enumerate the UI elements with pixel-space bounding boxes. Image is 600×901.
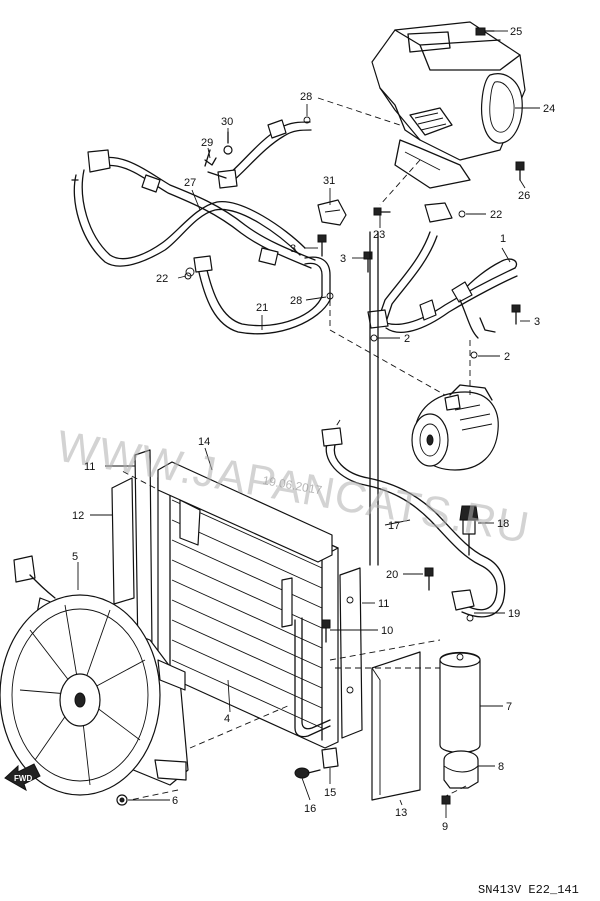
forward-arrow-icon: FWD [4, 763, 41, 792]
callout-3-left: 3 [290, 243, 296, 255]
callout-30: 30 [221, 116, 233, 128]
hose-1 [367, 231, 518, 339]
callout-16: 16 [304, 803, 316, 815]
bolt-25 [475, 27, 495, 36]
o-ring-2-left [370, 334, 378, 342]
pressure-switch-18 [459, 505, 479, 556]
compressor [411, 384, 499, 471]
callout-15: 15 [324, 787, 336, 799]
bolt-6 [116, 794, 128, 806]
callout-22-upper: 22 [490, 209, 502, 221]
liquid-pipe-upper [204, 119, 312, 189]
bolt-10 [321, 619, 331, 643]
seal-13 [371, 651, 421, 801]
bolt-20 [424, 567, 434, 591]
callout-26: 26 [518, 190, 530, 202]
callout-11-right: 11 [378, 598, 389, 610]
evaporator-unit [371, 21, 526, 189]
callout-24: 24 [543, 103, 555, 115]
side-seal-12 [111, 477, 135, 605]
callout-6: 6 [172, 795, 178, 807]
callout-9: 9 [442, 821, 448, 833]
callout-31: 31 [323, 175, 335, 187]
callout-21: 21 [256, 302, 268, 314]
callout-23: 23 [373, 229, 385, 241]
bracket-upper-right [424, 202, 466, 223]
callout-14: 14 [198, 436, 210, 448]
callout-19: 19 [508, 608, 520, 620]
callout-25: 25 [510, 26, 522, 38]
o-ring-28-upper [303, 116, 311, 124]
diagram-code: SN413V E22_141 [478, 883, 579, 897]
mount-15 [321, 747, 339, 769]
bolt-9 [441, 795, 451, 805]
discharge-pipe-21 [185, 255, 334, 335]
bolt-26 [515, 161, 525, 181]
callout-2-left: 2 [404, 333, 410, 345]
callout-13: 13 [395, 807, 407, 819]
clamp-29 [204, 157, 217, 166]
callout-27: 27 [184, 177, 196, 189]
callout-4: 4 [224, 713, 230, 725]
o-ring-2-right [470, 351, 478, 359]
joint-19 [451, 589, 475, 622]
callout-3-right: 3 [534, 316, 540, 328]
callout-20: 20 [386, 569, 398, 581]
bolt-16 [294, 767, 321, 779]
callout-1: 1 [500, 233, 506, 245]
callout-28-upper: 28 [300, 91, 312, 103]
side-bracket-11-right [339, 567, 363, 739]
callout-17: 17 [388, 520, 400, 532]
fan-connector [13, 555, 56, 599]
callout-11-left: 11 [84, 461, 95, 473]
callout-10: 10 [381, 625, 393, 637]
leader-lines [77, 30, 540, 818]
callout-5: 5 [72, 551, 78, 563]
bracket-8 [443, 750, 479, 789]
bolt-3-left [317, 234, 327, 257]
fan-assembly-5 [0, 594, 189, 796]
fwd-label: FWD [14, 774, 32, 783]
bracket-31 [317, 199, 347, 226]
callout-3-mid: 3 [340, 253, 346, 265]
seal-14 [157, 461, 333, 563]
callout-2-right: 2 [504, 351, 510, 363]
callout-labels: 25 24 28 30 29 27 26 31 23 22 3 3 1 22 2… [72, 26, 555, 833]
suction-hose-27 [71, 149, 316, 269]
callout-12: 12 [72, 510, 84, 522]
receiver-drier-7 [439, 651, 481, 754]
callout-7: 7 [506, 701, 512, 713]
guide-lines [119, 97, 471, 801]
callout-28-lower: 28 [290, 295, 302, 307]
bolt-23 [373, 207, 391, 216]
callout-29: 29 [201, 137, 213, 149]
bolt-3-right [511, 304, 521, 325]
callout-18: 18 [497, 518, 509, 530]
liquid-pipe-17 [321, 231, 506, 618]
bolt-3-mid [363, 251, 373, 273]
callout-8: 8 [498, 761, 504, 773]
callout-22-left: 22 [156, 273, 168, 285]
